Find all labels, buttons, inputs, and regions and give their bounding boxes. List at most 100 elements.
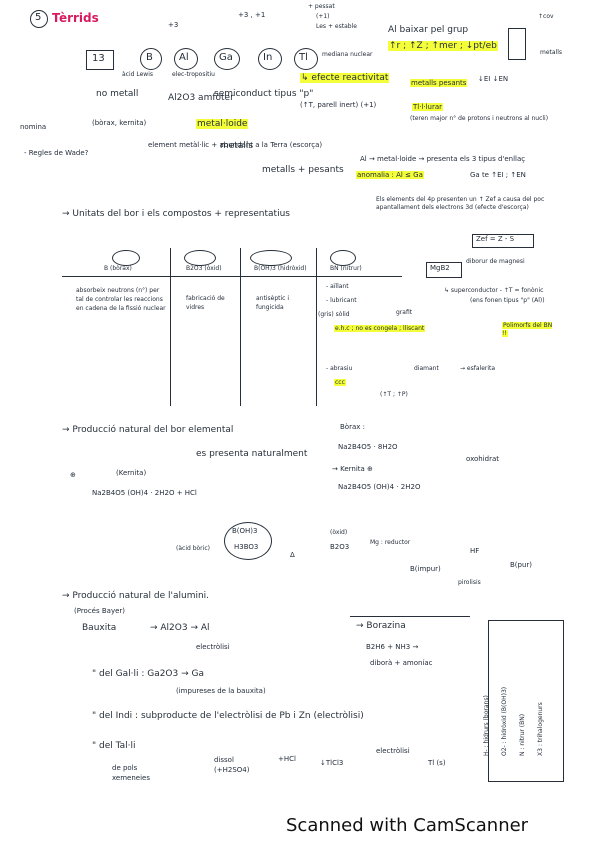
gal-imp-label: (impureses de la bauxita) — [176, 687, 266, 695]
table-divider-1 — [170, 248, 171, 406]
table-col2: fabricació de vidres — [186, 295, 225, 311]
tl-s-label: Tl (s) — [428, 759, 446, 767]
element-al-circle — [174, 48, 198, 70]
header-b2o3-circle — [184, 250, 216, 266]
plus3-label: +3 — [168, 21, 179, 29]
semiconductor-label: semiconduct tipus "p" — [214, 89, 314, 99]
kernita-label2: → Kernita ⊕ — [332, 465, 373, 473]
trend-box — [508, 28, 526, 60]
b2o3-label: B2O3 — [330, 543, 350, 551]
dibora-label: diborà + amoníac — [370, 659, 433, 667]
element-metallic-label: element metàl·lic + abundant a la Terra … — [148, 141, 323, 149]
element-b: B — [146, 52, 153, 63]
table-header-b2o3: B2O3 (òxid) — [186, 265, 222, 272]
mgb2-label: MgB2 — [430, 264, 450, 272]
group-number: 13 — [92, 53, 105, 64]
metalls-right-label: metalls — [540, 49, 563, 56]
table-header-b: B (bòrax) — [104, 265, 132, 272]
diamant-label: diamant — [414, 365, 439, 372]
nomina-label: nomina — [20, 123, 47, 131]
table-header-rule — [62, 276, 402, 277]
supercond2-label: (ens fonen tipus "p" (Al)) — [470, 297, 545, 304]
plus3-1-label: +3 , +1 — [238, 11, 266, 19]
supercond-label: ↳ superconductor - ↑T = fonònic — [444, 287, 544, 294]
electrolisi-label: electròlisi — [196, 643, 230, 651]
table-col4d: e.h.c ; no es congela ; lliscant — [334, 325, 426, 332]
side-list-box — [488, 620, 564, 782]
piroliss-label: pirolisis — [458, 579, 481, 586]
metalls-label: metalls — [220, 141, 254, 151]
al-metalloide-label: Al → metal·loide → presenta els 3 tipus … — [360, 155, 526, 163]
els-elements-label: Els elements del 4p presenten un ↑ Zef a… — [376, 196, 545, 212]
inert-label: (+1) — [316, 13, 330, 20]
tal-label: " del Tal·li — [92, 741, 136, 751]
table-col4g: (↑T ; ↑P) — [380, 391, 408, 398]
indi-label: " del Indi : subproducte de l'electròlis… — [92, 711, 364, 721]
header-boh3-circle — [250, 250, 292, 266]
table-col3: antisèptic i fungicida — [256, 295, 290, 311]
pesos-label: + pessat — [308, 3, 335, 10]
side-item-1: H- : hidrurs (borans) — [483, 695, 490, 756]
kernita-form: Na2B4O5 (OH)4 · 2H2O — [338, 483, 421, 491]
b2h6-label: B2H6 + NH3 → — [366, 643, 419, 651]
unitats-label: → Unitats del bor i els compostos + repr… — [62, 209, 290, 219]
element-in: In — [263, 52, 273, 63]
dissol-label: dissol (+H2SO4) — [214, 756, 250, 774]
boh3-circle — [224, 522, 272, 560]
element-ga: Ga — [219, 52, 233, 63]
acid-lewis-label: àcid Lewis — [122, 71, 153, 78]
gal-label: " del Gal·li : Ga2O3 → Ga — [92, 669, 204, 679]
acid-boric-label: (àcid bòric) — [176, 545, 210, 552]
page-title: Tèrrids — [52, 11, 99, 25]
table-col4f: ccc — [334, 379, 346, 386]
kernita-paren: (Kernita) — [116, 469, 147, 477]
header-bn-circle — [330, 250, 356, 266]
presenta-label: es presenta naturalment — [196, 449, 308, 459]
borazina-label: → Borazina — [356, 621, 406, 631]
element-ga-circle — [214, 48, 240, 70]
h3bo3-label: H3BO3 — [234, 543, 259, 551]
boh3-label: B(OH)3 — [232, 527, 258, 535]
electrolisi2-label: electròlisi — [376, 747, 410, 755]
al2o3-label: Al2O3 amfòter — [168, 93, 234, 103]
table-header-boh3: B(OH)3 (hidròxid) — [254, 265, 307, 272]
borazina-rule — [350, 616, 470, 617]
ei-en-label: ↓EI ↓EN — [478, 75, 509, 83]
element-tl: Tl — [299, 52, 308, 63]
table-col4a: - aïllant — [326, 283, 349, 290]
polimorfs-label: Polimorfs del BN !! — [502, 322, 553, 338]
circle-plus-icon: ⊕ — [70, 471, 76, 479]
hcl-label: +HCl — [278, 755, 296, 763]
produccio-bor-label: → Producció natural del bor elemental — [62, 425, 234, 435]
scanner-watermark: Scanned with CamScanner — [286, 815, 529, 836]
b-pur-label: B(pur) — [510, 561, 533, 569]
tlcl-label: ↓TlCl3 — [320, 759, 344, 767]
al2o3-al-label: → Al2O3 → Al — [150, 623, 210, 633]
proces-bayer-label: (Procés Bayer) — [74, 607, 126, 615]
table-col4b: - lubricant — [326, 297, 357, 304]
borax-label: (bòrax, kernita) — [92, 119, 147, 127]
element-b-circle — [140, 48, 162, 70]
mes-estable-label: Les + estable — [316, 23, 357, 30]
b-impur-label: B(impur) — [410, 565, 441, 573]
header-b-circle — [112, 250, 140, 266]
table-col4e: - abrasiu — [326, 365, 353, 372]
fa-tl-label: Tl·l·lurar — [412, 103, 444, 111]
table-col1: absorbeix neutrons (n°) per tal de contr… — [76, 287, 166, 312]
mgb2-box — [426, 262, 462, 278]
zef-box — [472, 234, 534, 248]
metalloide-label: metal·loide — [196, 119, 249, 129]
side-item-3: N : nitrur (BN) — [519, 713, 526, 756]
metalls-pesants-label: metalls + pesants — [262, 165, 344, 175]
ga-te-label: Ga te ↑EI ; ↑EN — [470, 171, 526, 179]
side-item-2: O2- : hidròxid (B(OH)3) — [501, 686, 508, 756]
pols-label: de pols xemeneies — [112, 764, 151, 782]
table-divider-2 — [240, 248, 241, 406]
metalls-pesants2-label: metalls pesants — [410, 79, 468, 87]
teren-label: (teren major n° de protons i neutrons al… — [410, 115, 549, 122]
tf-label: (↑T, parell inert) (+1) — [300, 101, 377, 109]
section-number-circle — [30, 10, 48, 28]
element-in-circle — [258, 48, 282, 70]
zef-label: Zef = Z - S — [476, 235, 515, 243]
